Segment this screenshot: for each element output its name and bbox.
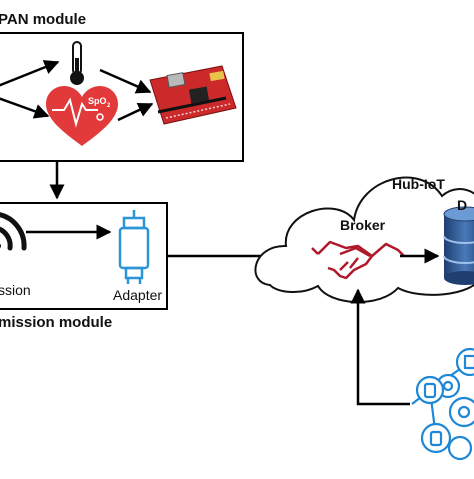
broker-label: Broker bbox=[340, 217, 386, 233]
microcontroller-board-icon bbox=[149, 65, 237, 125]
wpan-arrows bbox=[0, 60, 154, 122]
wpan-module-box bbox=[0, 32, 244, 162]
hub-iot-cloud bbox=[254, 176, 474, 304]
spo2-label: SpO bbox=[88, 96, 107, 106]
transmission-label: ssion bbox=[0, 282, 31, 298]
svg-text:2: 2 bbox=[107, 103, 111, 109]
wifi-icon bbox=[0, 212, 27, 251]
apps-to-broker-arrow bbox=[350, 288, 410, 406]
transmission-module-title: mission module bbox=[0, 314, 113, 331]
hub-iot-title: Hub-IoT bbox=[392, 176, 445, 192]
adapter-label: Adapter bbox=[113, 287, 163, 303]
database-icon bbox=[443, 206, 474, 285]
adapter-icon bbox=[118, 210, 150, 284]
applications-cluster-icon bbox=[411, 347, 474, 461]
heart-spo2-icon: SpO 2 bbox=[46, 86, 118, 146]
wpan-module-title: PAN module bbox=[0, 11, 87, 28]
database-label-fragment: D bbox=[457, 197, 468, 213]
thermometer-icon bbox=[70, 41, 84, 85]
handshake-icon bbox=[311, 240, 405, 280]
